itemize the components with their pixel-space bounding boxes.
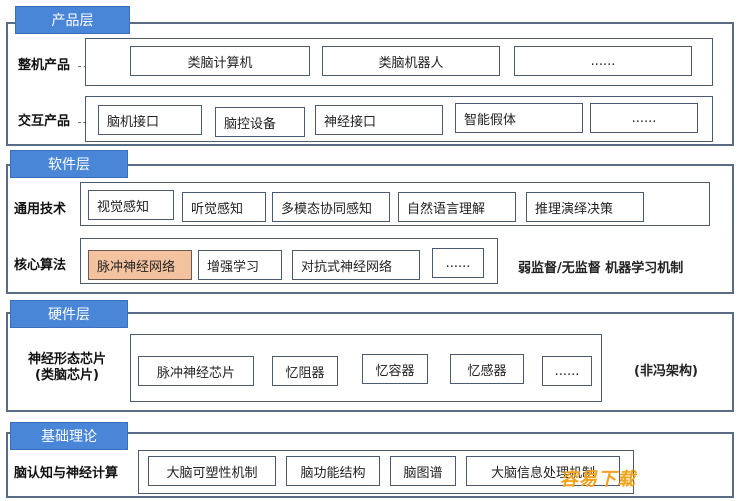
product-layer-tag: 产品层 bbox=[15, 6, 130, 34]
item-brain-computer: 类脑计算机 bbox=[130, 46, 310, 76]
item-smart-prosthesis: 智能假体 bbox=[455, 103, 583, 133]
row-label-core-algorithm: 核心算法 bbox=[14, 258, 67, 273]
software-note: 弱监督/无监督 机器学习机制 bbox=[518, 261, 684, 276]
row-label-interaction-products: 交互产品 bbox=[18, 114, 71, 129]
row-label-neuromorphic-chip: 神经形态芯片 (类脑芯片) bbox=[16, 352, 118, 384]
item-adversarial-nn: 对抗式神经网络 bbox=[292, 250, 420, 280]
item-spiking-chip: 脉冲神经芯片 bbox=[138, 356, 254, 386]
item-more-products: ...... bbox=[514, 46, 692, 76]
item-spiking-nn: 脉冲神经网络 bbox=[88, 250, 192, 280]
item-nlu: 自然语言理解 bbox=[398, 192, 516, 222]
item-auditory-perception: 听觉感知 bbox=[182, 192, 266, 222]
item-brain-robot: 类脑机器人 bbox=[322, 46, 500, 76]
row-label-cognition-computing: 脑认知与神经计算 bbox=[14, 466, 119, 481]
theory-layer-tag: 基础理论 bbox=[10, 422, 128, 450]
item-function-structure: 脑功能结构 bbox=[286, 456, 380, 486]
item-multimodal-perception: 多模态协同感知 bbox=[272, 192, 390, 222]
item-reinforcement-learning: 增强学习 bbox=[198, 250, 282, 280]
row-label-line2: (类脑芯片) bbox=[35, 368, 99, 383]
item-more-algorithm: ...... bbox=[432, 248, 484, 278]
item-info-processing: 大脑信息处理机制 bbox=[466, 456, 620, 486]
row-label-line1: 神经形态芯片 bbox=[27, 352, 106, 367]
item-visual-perception: 视觉感知 bbox=[88, 190, 174, 220]
item-memcapacitor: 忆容器 bbox=[362, 354, 428, 384]
item-reasoning: 推理演绎决策 bbox=[526, 192, 644, 222]
row-label-complete-products: 整机产品 bbox=[18, 58, 71, 73]
item-memristor: 忆阻器 bbox=[272, 356, 338, 386]
item-brain-atlas: 脑图谱 bbox=[390, 456, 456, 486]
watermark-logo: 容易下载 bbox=[560, 469, 636, 490]
item-brain-control-device: 脑控设备 bbox=[215, 107, 305, 137]
item-more-hardware: ...... bbox=[542, 356, 592, 386]
hardware-note: (非冯架构) bbox=[634, 364, 698, 379]
software-layer-tag: 软件层 bbox=[10, 150, 128, 178]
row-label-general-tech: 通用技术 bbox=[14, 202, 67, 217]
item-neural-interface: 神经接口 bbox=[315, 105, 443, 135]
hardware-layer-tag: 硬件层 bbox=[10, 300, 128, 328]
item-plasticity: 大脑可塑性机制 bbox=[148, 456, 276, 486]
item-meminductor: 忆感器 bbox=[450, 354, 524, 384]
item-bci: 脑机接口 bbox=[98, 105, 202, 135]
item-more-interaction: ...... bbox=[590, 103, 698, 133]
